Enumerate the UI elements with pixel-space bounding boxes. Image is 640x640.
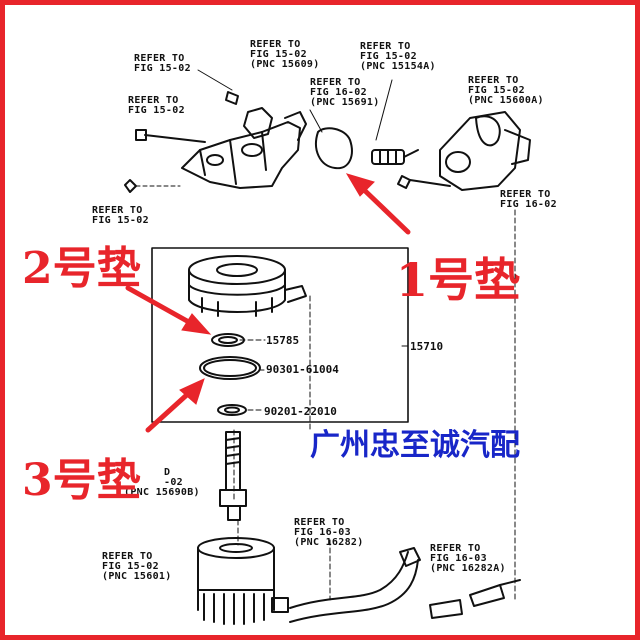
callout-arrow-3 (145, 378, 205, 433)
water-pump-housing (397, 111, 531, 191)
oil-cooler-body (188, 255, 307, 317)
part-number-90201: 90201-22010 (264, 405, 337, 418)
part-number-15710: 15710 (410, 340, 444, 353)
union-fitting (371, 149, 419, 165)
washer-shape (217, 404, 247, 416)
shop-watermark: 广州忠至诚汽配 (310, 428, 520, 463)
assembly-bracket (151, 247, 409, 423)
callout-gasket-2: 2号垫 (22, 243, 141, 294)
callout-gasket-3: 3号垫 (22, 455, 141, 506)
callout-arrow-2 (125, 285, 212, 335)
bolts-upper (124, 69, 239, 193)
union-bolt (219, 431, 247, 521)
part-number-90301: 90301-61004 (266, 363, 339, 376)
gasket-2-shape (211, 333, 245, 347)
gasket-1-shape (315, 127, 353, 170)
coolant-hose (271, 547, 521, 623)
refer-to-label: D-02(PNC 15690B) (124, 467, 200, 498)
oil-filter (197, 537, 275, 625)
callout-arrow-1 (345, 173, 411, 235)
callout-gasket-1: 1号垫 (396, 253, 521, 307)
oil-cooler-housing (181, 107, 307, 189)
leader-line (309, 109, 323, 133)
part-number-15785: 15785 (266, 334, 300, 347)
gasket-3-shape (199, 356, 261, 380)
leader-line (375, 79, 393, 141)
